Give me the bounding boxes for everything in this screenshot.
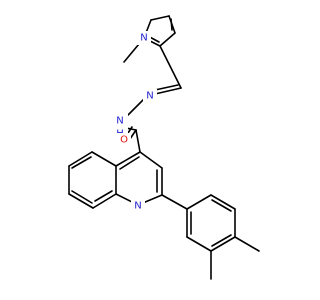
quinoline-nitrogen: N (131, 199, 145, 213)
bond (211, 234, 232, 247)
atom-label-n: N (116, 116, 123, 127)
hydrazone-nitrogen-imine: N (143, 89, 157, 103)
pyrrole-nitrogen: N (137, 31, 151, 45)
bond-layer (68, 15, 260, 280)
bond (92, 193, 117, 209)
bond (68, 193, 94, 209)
bond (94, 190, 113, 202)
bond (170, 18, 173, 31)
atom-label-o: O (120, 135, 128, 146)
bond (127, 97, 146, 116)
bond (159, 32, 176, 47)
bond (154, 84, 179, 91)
molecule-structure: N N N H O N (68, 15, 260, 280)
molecule-canvas: N N N H O N (68, 15, 260, 280)
bond (154, 87, 182, 95)
atom-label-n: N (140, 33, 147, 44)
bond (159, 45, 182, 89)
bond (210, 236, 236, 252)
atom-label-n: N (134, 201, 141, 212)
bond (234, 236, 260, 252)
carbonyl-oxygen: O (117, 133, 131, 147)
bond (186, 194, 212, 210)
bond (139, 151, 163, 169)
atom-label-n: N (146, 91, 153, 102)
bond (211, 199, 232, 212)
bond (119, 156, 140, 170)
bond (186, 236, 212, 252)
bond (91, 151, 117, 167)
bond (71, 190, 93, 204)
bond (68, 151, 93, 167)
bond (161, 194, 188, 210)
bond (135, 129, 141, 153)
bond (210, 194, 236, 210)
bond (150, 15, 170, 21)
bond (71, 156, 92, 169)
atom-label-layer: N N N H O N (112, 31, 157, 213)
bond (115, 151, 141, 167)
